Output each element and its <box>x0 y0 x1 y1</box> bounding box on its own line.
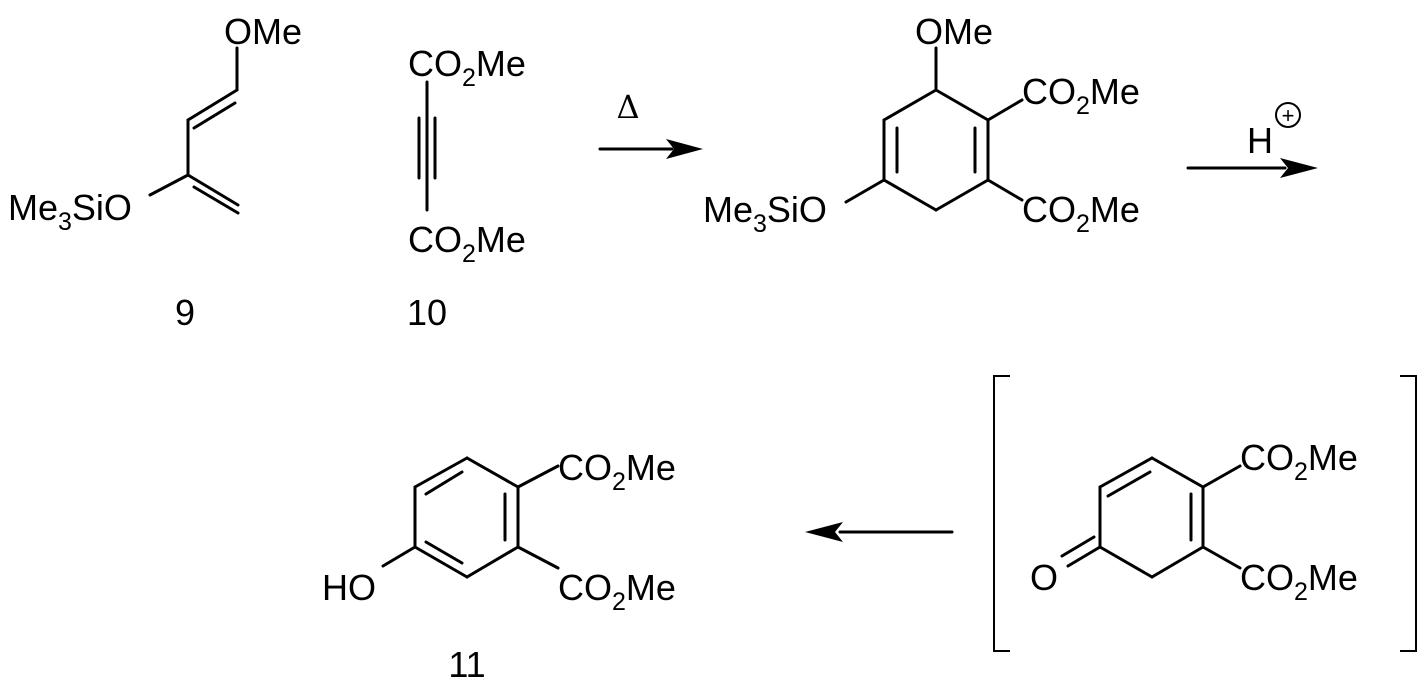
product-co2me-bottom: CO2Me <box>558 567 676 616</box>
compound-label-alkyne: 10 <box>407 292 447 333</box>
compound-label-diene: 9 <box>175 292 195 333</box>
cycloadduct-co2me-bottom: CO2Me <box>1022 189 1140 238</box>
cycloadduct-structure: OMe CO2Me CO2Me Me3SiO <box>703 11 1140 238</box>
acid-symbol: H <box>1247 120 1273 161</box>
intermediate-bracket <box>993 375 1417 652</box>
alkyne-co2me-top: CO2Me <box>408 43 526 92</box>
compound-label-product: 11 <box>448 644 485 685</box>
diene-ome-label: OMe <box>224 11 302 52</box>
intermediate-structure: O CO2Me CO2Me <box>1030 437 1358 606</box>
diene-structure: OMe Me3SiO <box>8 11 302 236</box>
arrow-aromatization <box>805 522 954 542</box>
arrow-acid: H + <box>1186 102 1318 178</box>
intermediate-co2me-bottom: CO2Me <box>1240 557 1358 606</box>
heat-symbol: Δ <box>616 88 639 126</box>
cycloadduct-ome-label: OMe <box>915 11 993 52</box>
acid-charge: + <box>1282 103 1295 128</box>
cycloadduct-me3sio-label: Me3SiO <box>703 189 827 238</box>
cycloadduct-co2me-top: CO2Me <box>1022 71 1140 120</box>
diene-me3sio-label: Me3SiO <box>8 187 132 236</box>
alkyne-co2me-bottom: CO2Me <box>408 219 526 268</box>
intermediate-co2me-top: CO2Me <box>1240 437 1358 486</box>
product-ho-label: HO <box>322 567 376 608</box>
arrow-heat: Δ <box>598 88 703 159</box>
product-structure: HO CO2Me CO2Me <box>322 447 676 616</box>
alkyne-structure: CO2Me CO2Me <box>408 43 526 268</box>
product-co2me-top: CO2Me <box>558 447 676 496</box>
intermediate-o-label: O <box>1030 557 1058 598</box>
